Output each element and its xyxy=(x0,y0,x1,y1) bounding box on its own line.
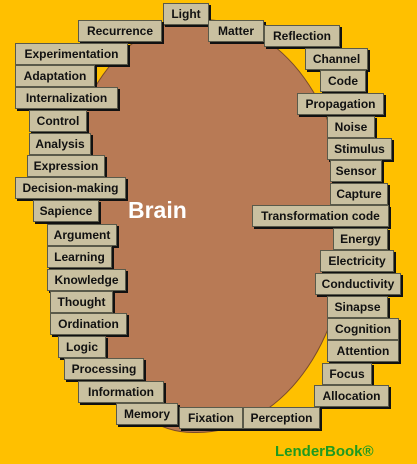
label-allocation: Allocation xyxy=(314,385,389,407)
label-memory: Memory xyxy=(116,403,178,425)
label-attention: Attention xyxy=(327,340,399,362)
label-fixation: Fixation xyxy=(179,407,243,429)
label-logic: Logic xyxy=(58,336,106,358)
label-knowledge: Knowledge xyxy=(47,269,126,291)
label-adaptation: Adaptation xyxy=(15,65,95,87)
label-recurrence: Recurrence xyxy=(78,20,162,42)
label-argument: Argument xyxy=(47,224,117,246)
label-transformation-code: Transformation code xyxy=(252,205,389,227)
label-reflection: Reflection xyxy=(264,25,340,47)
label-code: Code xyxy=(320,70,366,92)
label-matter: Matter xyxy=(208,20,264,42)
label-propagation: Propagation xyxy=(297,93,384,115)
label-perception: Perception xyxy=(243,407,320,429)
label-noise: Noise xyxy=(327,116,375,138)
label-learning: Learning xyxy=(47,246,112,268)
label-focus: Focus xyxy=(322,363,372,385)
label-cognition: Cognition xyxy=(327,318,399,340)
label-channel: Channel xyxy=(305,48,368,70)
label-light: Light xyxy=(163,3,209,25)
label-experimentation: Experimentation xyxy=(15,43,128,65)
label-analysis: Analysis xyxy=(29,133,91,155)
label-information: Information xyxy=(78,381,164,403)
label-energy: Energy xyxy=(333,228,388,250)
label-processing: Processing xyxy=(64,358,144,380)
label-sapience: Sapience xyxy=(33,200,99,222)
label-ordination: Ordination xyxy=(50,313,127,335)
label-control: Control xyxy=(29,110,87,132)
label-internalization: Internalization xyxy=(15,87,118,109)
label-expression: Expression xyxy=(27,155,105,177)
label-conductivity: Conductivity xyxy=(315,273,401,295)
diagram-title: Brain xyxy=(128,197,187,223)
label-electricity: Electricity xyxy=(320,250,394,272)
label-capture: Capture xyxy=(330,183,388,205)
label-sensor: Sensor xyxy=(330,160,382,182)
credit-text: LenderBook® xyxy=(275,443,374,460)
label-stimulus: Stimulus xyxy=(327,138,392,160)
label-thought: Thought xyxy=(50,291,113,313)
label-decision-making: Decision-making xyxy=(15,177,126,199)
label-sinapse: Sinapse xyxy=(327,296,388,318)
